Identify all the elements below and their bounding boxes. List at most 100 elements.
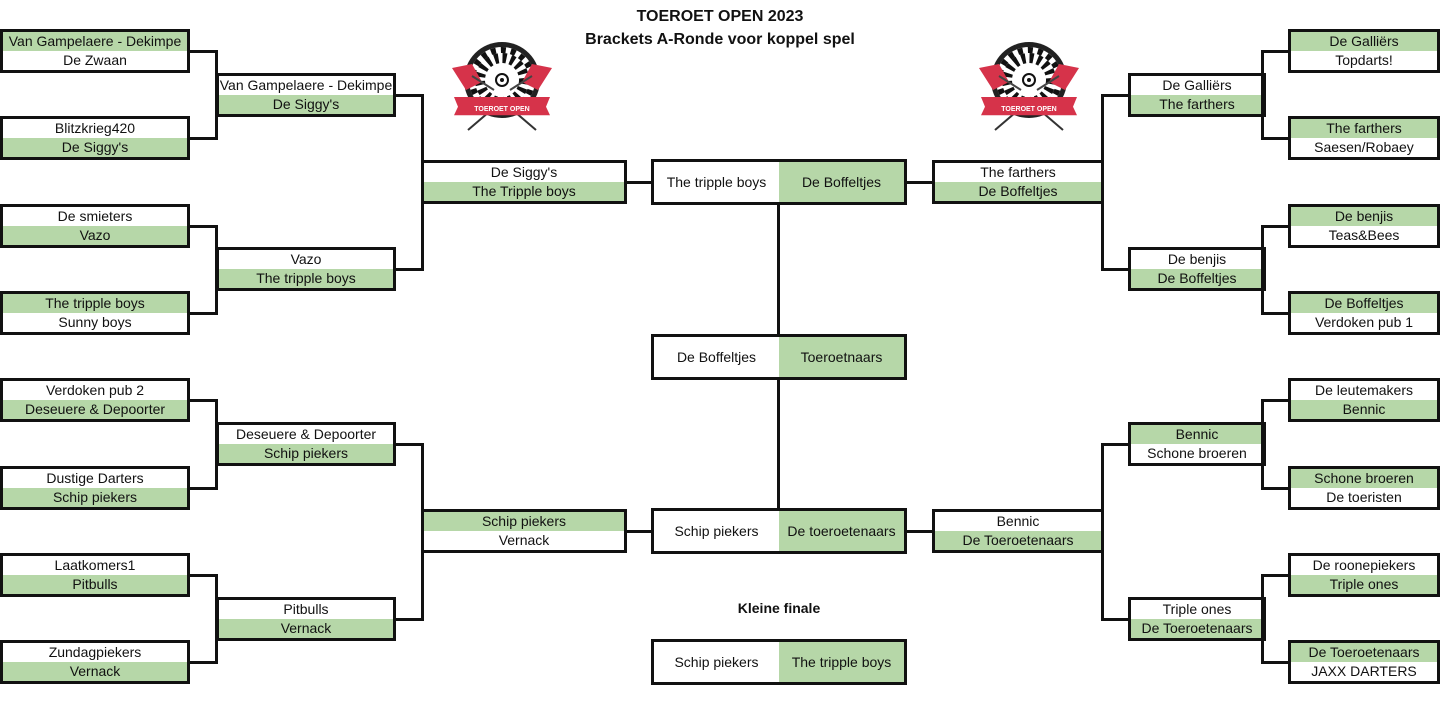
connector-line xyxy=(421,94,424,271)
team-bottom: De toeristen xyxy=(1326,489,1402,505)
team-left: Schip piekers xyxy=(674,523,759,539)
team-bottom: De Zwaan xyxy=(63,52,127,68)
team-bottom: Teas&Bees xyxy=(1328,227,1400,243)
team-top: De roonepiekers xyxy=(1312,557,1416,573)
connector-line xyxy=(1101,618,1131,621)
connector-line xyxy=(1261,225,1264,315)
dartboard-logo-right-icon xyxy=(973,38,1085,134)
team-top: Deseuere & Depoorter xyxy=(235,426,377,442)
team-bottom: Vernack xyxy=(219,619,393,638)
team-bottom: Schip piekers xyxy=(3,488,187,507)
connector-line xyxy=(187,225,218,228)
team-top: De Galliërs xyxy=(1162,77,1232,93)
connector-line xyxy=(187,574,218,577)
connector-line xyxy=(215,225,218,315)
connector-line xyxy=(1101,94,1131,97)
connector-line xyxy=(393,94,424,97)
team-top: De leutemakers xyxy=(1314,382,1414,398)
small-final-label: Kleine finale xyxy=(737,600,821,616)
connector-line xyxy=(1263,661,1291,664)
connector-line xyxy=(904,181,935,184)
team-top: Laatkomers1 xyxy=(54,557,136,573)
connector-line xyxy=(421,443,424,621)
connector-line xyxy=(1263,225,1291,228)
connector-line xyxy=(1261,399,1264,490)
connector-line xyxy=(215,399,218,490)
team-bottom: De Toeroetenaars xyxy=(935,531,1101,550)
team-top: De Galliërs xyxy=(1291,32,1437,51)
team-bottom: Triple ones xyxy=(1291,575,1437,594)
team-top: Van Gampelaere - Dekimpe xyxy=(3,32,187,51)
team-bottom: De Toeroetenaars xyxy=(1131,619,1263,638)
team-bottom: Schip piekers xyxy=(219,444,393,463)
team-bottom: Vernack xyxy=(498,532,550,548)
connector-line xyxy=(1101,268,1131,271)
connector-line xyxy=(393,618,424,621)
team-bottom: Deseuere & Depoorter xyxy=(3,400,187,419)
team-top: De Boffeltjes xyxy=(1291,294,1437,313)
team-bottom: De Siggy's xyxy=(3,138,187,157)
team-top: Van Gampelaere - Dekimpe xyxy=(219,77,393,93)
match-right-r3: Bennic De Toeroetenaars xyxy=(932,509,1104,553)
team-top: Zundagpiekers xyxy=(48,644,142,660)
connector-line xyxy=(1101,443,1104,621)
team-top: Schip piekers xyxy=(424,512,624,531)
team-top: Verdoken pub 2 xyxy=(45,382,145,398)
team-right: De Boffeltjes xyxy=(779,162,904,202)
team-bottom: Vernack xyxy=(3,662,187,681)
team-bottom: JAXX DARTERS xyxy=(1311,663,1417,679)
team-top: De smieters xyxy=(57,208,133,224)
team-top: Dustige Darters xyxy=(46,470,144,486)
team-top: Blitzkrieg420 xyxy=(54,120,136,136)
team-bottom: Pitbulls xyxy=(3,575,187,594)
team-top: De Siggy's xyxy=(490,164,558,180)
team-top: Schone broeren xyxy=(1291,469,1437,488)
connector-line xyxy=(187,312,218,315)
team-left: The tripple boys xyxy=(666,174,767,190)
connector-line xyxy=(1263,137,1291,140)
connector-line xyxy=(215,574,218,664)
team-top: The tripple boys xyxy=(3,294,187,313)
team-top: De Toeroetenaars xyxy=(1291,643,1437,662)
team-bottom: The Tripple boys xyxy=(424,182,624,201)
team-top: De benjis xyxy=(1291,207,1437,226)
connector-line xyxy=(1263,574,1291,577)
team-bottom: The tripple boys xyxy=(219,269,393,288)
connector-line xyxy=(1101,443,1131,446)
team-top: Bennic xyxy=(996,513,1040,529)
match-left-r1: Verdoken pub 2 Deseuere & Depoorter xyxy=(0,378,190,422)
page-title: TOEROET OPEN 2023 xyxy=(636,8,804,25)
connector-line xyxy=(1263,399,1291,402)
team-bottom: Sunny boys xyxy=(58,314,132,330)
team-right: Toeroetnaars xyxy=(779,337,904,377)
team-bottom: De Boffeltjes xyxy=(1131,269,1263,288)
final-match: De Boffeltjes Toeroetnaars xyxy=(651,334,907,380)
connector-line xyxy=(187,50,218,53)
team-left: De Boffeltjes xyxy=(676,349,757,365)
page-subtitle: Brackets A-Ronde voor koppel spel xyxy=(585,31,855,48)
connector-line xyxy=(777,204,780,336)
connector-line xyxy=(187,487,218,490)
svg-text:TOEROET OPEN: TOEROET OPEN xyxy=(474,106,530,113)
team-right: The tripple boys xyxy=(779,642,904,682)
connector-line xyxy=(215,50,218,140)
connector-line xyxy=(393,268,424,271)
team-top: Bennic xyxy=(1131,425,1263,444)
